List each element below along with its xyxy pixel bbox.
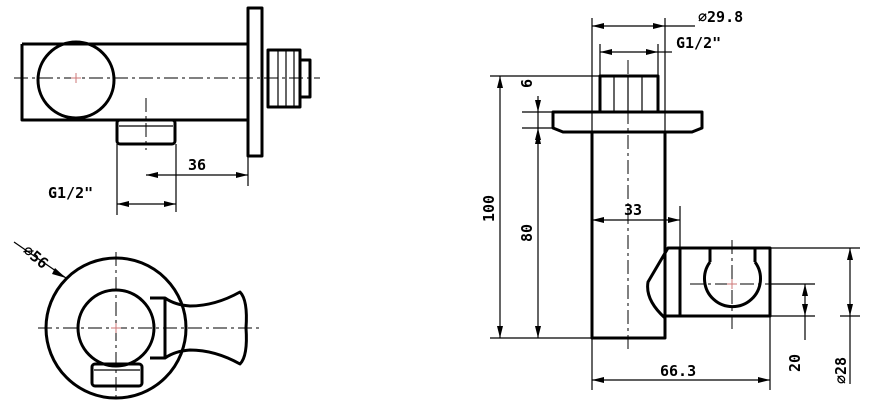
plan-outlet-nipple — [90, 362, 144, 388]
dim-side-total-height: 100 — [480, 76, 592, 339]
dim-side-holder-offset: 33 — [592, 201, 681, 248]
side-holder-outline — [646, 246, 772, 338]
dim-side-flange-thickness: 6 — [490, 75, 600, 140]
front-body-outline — [20, 42, 248, 122]
dim-front-offset-label: 36 — [188, 156, 206, 174]
dim-side-total-height-label: 100 — [480, 195, 498, 222]
side-thread-connector — [598, 74, 660, 114]
dim-side-total-width: 66.3 — [591, 316, 771, 390]
dim-side-total-width-label: 66.3 — [660, 362, 696, 380]
dim-plan-diameter-label: ∅56 — [19, 241, 51, 272]
dim-side-holder-height-label: 20 — [786, 354, 804, 372]
dim-side-body-height: 80 — [518, 132, 541, 338]
side-view: ∅29.8 G1/2" 6 100 — [480, 8, 860, 390]
dim-side-flange-thickness-label: 6 — [518, 79, 536, 88]
dim-side-holder-height: 20 — [770, 283, 815, 372]
side-holder-cradle — [703, 261, 762, 309]
dim-side-flange-diameter: ∅29.8 — [591, 8, 743, 132]
dim-side-holder-offset-label: 33 — [624, 201, 642, 219]
front-wall-flange — [246, 6, 264, 158]
front-view: 36 G1/2" — [14, 6, 320, 215]
plan-view: ∅56 — [13, 241, 262, 400]
dim-front-thread: G1/2" — [48, 144, 176, 215]
front-valve-knob — [36, 40, 116, 120]
dim-front-offset: 36 — [146, 144, 249, 212]
dim-side-flange-diameter-label: ∅29.8 — [698, 8, 743, 26]
dim-side-thread-label: G1/2" — [676, 34, 721, 52]
dim-front-thread-label: G1/2" — [48, 184, 93, 202]
dim-side-body-height-label: 80 — [518, 224, 536, 242]
dim-plan-diameter: ∅56 — [13, 241, 67, 279]
dim-side-holder-diameter-label: ∅28 — [832, 357, 850, 384]
dim-side-holder-diameter: ∅28 — [770, 247, 860, 384]
dim-side-thread: G1/2" — [599, 34, 721, 76]
